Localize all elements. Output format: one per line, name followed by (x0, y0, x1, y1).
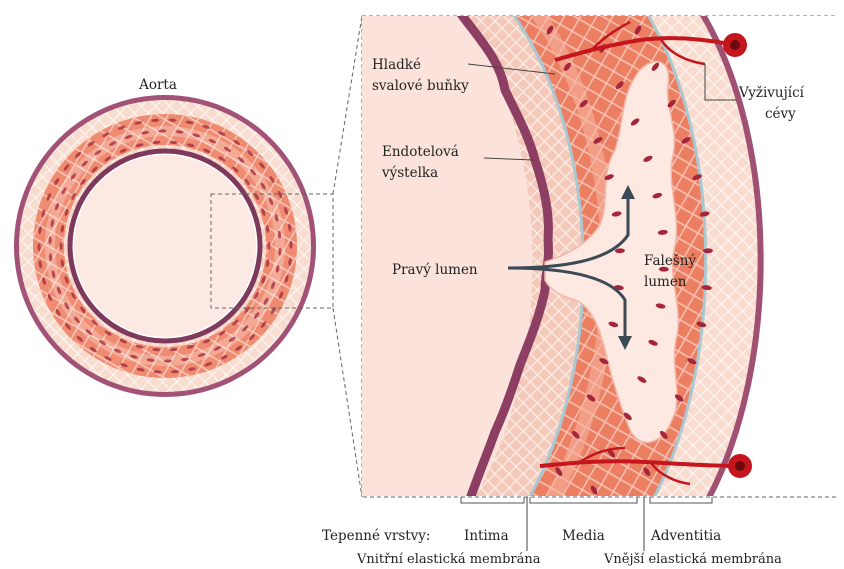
zoom-line-bottom (333, 308, 362, 497)
zoom-line-top (333, 16, 362, 194)
lumen-fill (74, 155, 256, 337)
label-false-lumen-1: Falešný (644, 253, 696, 269)
layers-caption: Tepenné vrstvy: (322, 528, 430, 544)
brace-media (530, 497, 637, 503)
label-true-lumen: Pravý lumen (392, 262, 478, 278)
layer-media: Media (562, 528, 605, 544)
brace-intima (461, 497, 524, 503)
muscle-cell (267, 242, 270, 250)
brace-adventitia (650, 497, 712, 503)
aorta-cross-section (14, 95, 316, 397)
aorta-title: Aorta (138, 77, 177, 93)
label-internal-membrane: Vnitřní elastická membrána (356, 552, 541, 567)
label-vasa-vasorum-1: Vyživující (738, 85, 805, 101)
layer-adventitia: Adventitia (650, 528, 721, 544)
layer-intima: Intima (464, 528, 509, 544)
muscle-cell (59, 242, 62, 250)
label-false-lumen-2: lumen (644, 274, 687, 290)
label-vasa-vasorum-2: cévy (765, 106, 796, 122)
label-smooth-muscle-2: svalové buňky (372, 78, 469, 94)
label-smooth-muscle-1: Hladké (372, 57, 421, 73)
label-endothelium-2: výstelka (381, 165, 438, 181)
label-external-membrane: Vnější elastická membrána (603, 552, 782, 567)
label-endothelium-1: Endotelová (382, 144, 459, 160)
